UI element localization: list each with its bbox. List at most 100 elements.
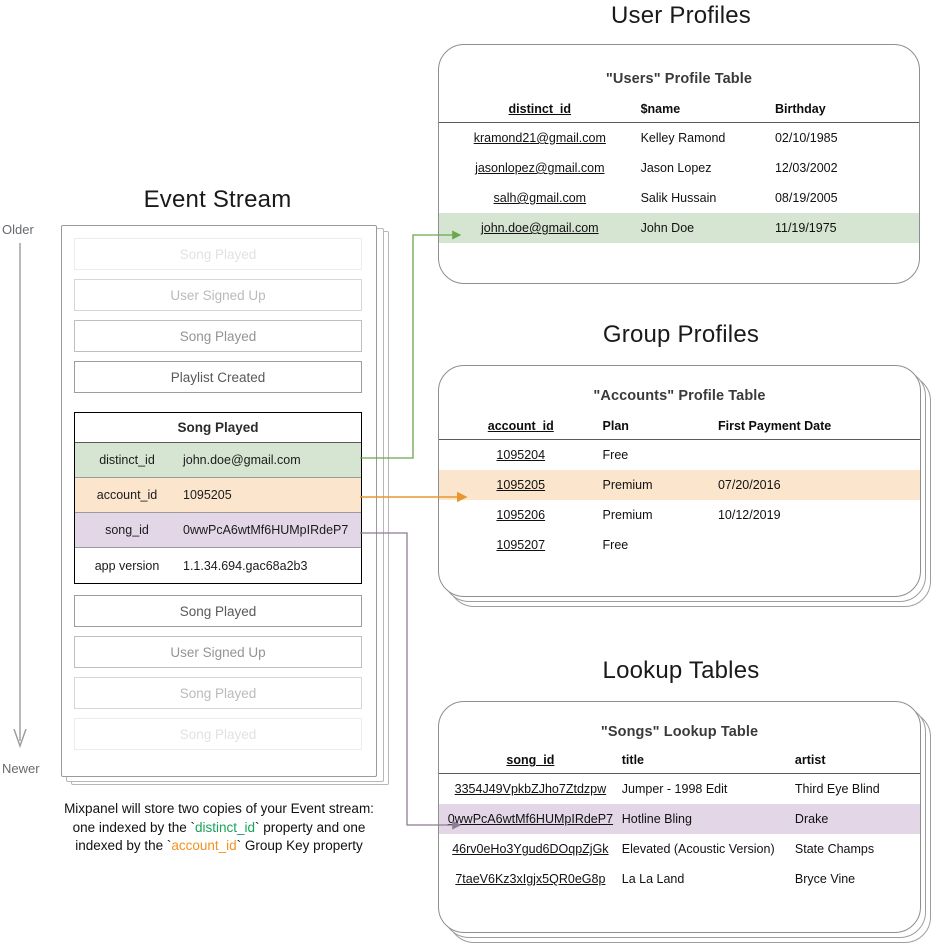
table-header-row: song_id title artist: [439, 750, 920, 774]
cell-account-id: 1095204: [496, 448, 546, 462]
event-stream-title: Event Stream: [143, 186, 292, 213]
cell-plan: Premium: [602, 470, 718, 500]
cell-artist: Drake: [794, 804, 920, 834]
cell-account-id: 1095207: [496, 538, 546, 552]
table-row[interactable]: 1095206 Premium 10/12/2019: [439, 500, 920, 530]
caption-line-3-pre: indexed by the `: [75, 838, 172, 853]
table-row[interactable]: jasonlopez@gmail.com Jason Lopez 12/03/2…: [439, 153, 919, 183]
cell-plan: Free: [602, 448, 629, 462]
newer-label: Newer: [2, 761, 40, 776]
songs-lookup-table: song_id title artist 3354J49VpkbZJho7Ztd…: [439, 750, 920, 894]
caption-line-1: Mixpanel will store two copies of your E…: [64, 801, 374, 816]
event-property-row-song-id: song_id 0wwPcA6wtMf6HUMpIRdeP7: [75, 513, 361, 548]
event-stream-caption: Mixpanel will store two copies of your E…: [24, 800, 414, 856]
column-header-song-id: song_id: [439, 750, 622, 774]
column-header-distinct-id: distinct_id: [439, 99, 641, 123]
caption-line-2-post: ` property and one: [255, 819, 366, 835]
event-box[interactable]: Song Played: [74, 595, 362, 627]
user-profiles-title: User Profiles: [611, 2, 751, 29]
table-row-highlighted[interactable]: 1095205 Premium 07/20/2016: [439, 470, 920, 500]
table-row[interactable]: 3354J49VpkbZJho7Ztdzpw Jumper - 1998 Edi…: [439, 774, 920, 805]
cell-song-id: 7taeV6Kz3xIgjx5QR0eG8p: [455, 872, 606, 886]
cell-name: Kelley Ramond: [640, 131, 726, 145]
table-row-highlighted[interactable]: john.doe@gmail.com John Doe 11/19/1975: [439, 213, 919, 243]
column-header-birthday: Birthday: [774, 99, 919, 123]
event-label: User Signed Up: [170, 287, 266, 303]
cell-first-payment-date: [718, 440, 920, 471]
caption-line-3-post: ` Group Key property: [236, 838, 363, 853]
cell-distinct-id: jasonlopez@gmail.com: [475, 161, 605, 175]
cell-song-id: 46rv0eHo3Ygud6DOqpZjGk: [452, 842, 609, 856]
cell-artist: Bryce Vine: [794, 872, 856, 886]
cell-artist: Third Eye Blind: [794, 782, 880, 796]
users-profile-card: "Users" Profile Table distinct_id $name …: [438, 44, 920, 284]
table-row[interactable]: 1095207 Free: [439, 530, 920, 560]
cell-birthday: 02/10/1985: [774, 131, 838, 145]
cell-birthday: 11/19/1975: [774, 213, 919, 243]
event-box[interactable]: Song Played: [74, 677, 362, 709]
cell-title: Jumper - 1998 Edit: [621, 782, 728, 796]
property-key: app version: [94, 558, 160, 573]
cell-birthday: 08/19/2005: [774, 191, 838, 205]
table-row[interactable]: 1095204 Free: [439, 440, 920, 471]
column-header-plan: Plan: [602, 416, 718, 440]
cell-title: Elevated (Acoustic Version): [621, 842, 775, 856]
table-header-row: distinct_id $name Birthday: [439, 99, 919, 123]
time-direction-arrow-icon: [13, 243, 27, 749]
event-label: Playlist Created: [170, 369, 266, 385]
group-profiles-title: Group Profiles: [602, 321, 760, 348]
event-property-row-distinct-id: distinct_id john.doe@gmail.com: [75, 443, 361, 478]
event-box[interactable]: User Signed Up: [74, 636, 362, 668]
property-value: 0wwPcA6wtMf6HUMpIRdeP7: [183, 523, 349, 537]
accounts-profile-table: account_id Plan First Payment Date 10952…: [439, 416, 920, 560]
event-box[interactable]: User Signed Up: [74, 279, 362, 311]
cell-account-id: 1095205: [496, 478, 546, 492]
property-value: 1095205: [183, 488, 232, 502]
event-label: Song Played: [179, 685, 257, 701]
table-row[interactable]: 46rv0eHo3Ygud6DOqpZjGk Elevated (Acousti…: [439, 834, 920, 864]
caption-line-2-pre: one indexed by the `: [72, 819, 195, 835]
table-row[interactable]: kramond21@gmail.com Kelley Ramond 02/10/…: [439, 123, 919, 154]
table-row-highlighted[interactable]: 0wwPcA6wtMf6HUMpIRdeP7 Hotline Bling Dra…: [439, 804, 920, 834]
column-header-artist: artist: [794, 750, 920, 774]
expanded-event-card[interactable]: Song Played distinct_id john.doe@gmail.c…: [74, 412, 362, 584]
cell-song-id: 3354J49VpkbZJho7Ztdzpw: [454, 782, 607, 796]
cell-first-payment-date: [718, 530, 920, 560]
event-box[interactable]: Song Played: [74, 718, 362, 750]
cell-distinct-id: kramond21@gmail.com: [473, 131, 606, 145]
lookup-tables-title: Lookup Tables: [602, 657, 760, 684]
column-header-account-id: account_id: [439, 416, 603, 440]
accounts-table-title: "Accounts" Profile Table: [593, 388, 766, 404]
users-table-title: "Users" Profile Table: [605, 71, 753, 87]
event-box[interactable]: Song Played: [74, 238, 362, 270]
expanded-event-name: Song Played: [75, 413, 361, 443]
cell-distinct-id: salh@gmail.com: [493, 191, 587, 205]
caption-token-account-id: account_id: [171, 838, 237, 853]
cell-name: John Doe: [640, 213, 775, 243]
cell-name: Jason Lopez: [640, 161, 712, 175]
event-property-row-account-id: account_id 1095205: [75, 478, 361, 513]
property-key: distinct_id: [99, 453, 155, 467]
cell-title: Hotline Bling: [621, 804, 795, 834]
cell-birthday: 12/03/2002: [774, 161, 838, 175]
property-key: account_id: [96, 488, 158, 502]
column-header-name: $name: [640, 99, 775, 123]
event-label: Song Played: [179, 603, 257, 619]
cell-account-id: 1095206: [496, 508, 546, 522]
event-box[interactable]: Song Played: [74, 320, 362, 352]
cell-first-payment-date: 10/12/2019: [717, 508, 781, 522]
cell-distinct-id: john.doe@gmail.com: [480, 221, 599, 235]
table-row[interactable]: salh@gmail.com Salik Hussain 08/19/2005: [439, 183, 919, 213]
cell-artist: State Champs: [794, 842, 875, 856]
cell-title: La La Land: [621, 872, 685, 886]
table-row[interactable]: 7taeV6Kz3xIgjx5QR0eG8p La La Land Bryce …: [439, 864, 920, 894]
column-header-first-payment-date: First Payment Date: [717, 416, 920, 440]
caption-token-distinct-id: distinct_id: [194, 819, 256, 835]
property-value: 1.1.34.694.gac68a2b3: [183, 558, 308, 573]
older-label: Older: [2, 222, 34, 237]
cell-name: Salik Hussain: [640, 191, 717, 205]
property-value: john.doe@gmail.com: [183, 453, 301, 467]
songs-table-title: "Songs" Lookup Table: [600, 724, 759, 740]
event-box[interactable]: Playlist Created: [74, 361, 362, 393]
event-label: Song Played: [179, 726, 257, 742]
